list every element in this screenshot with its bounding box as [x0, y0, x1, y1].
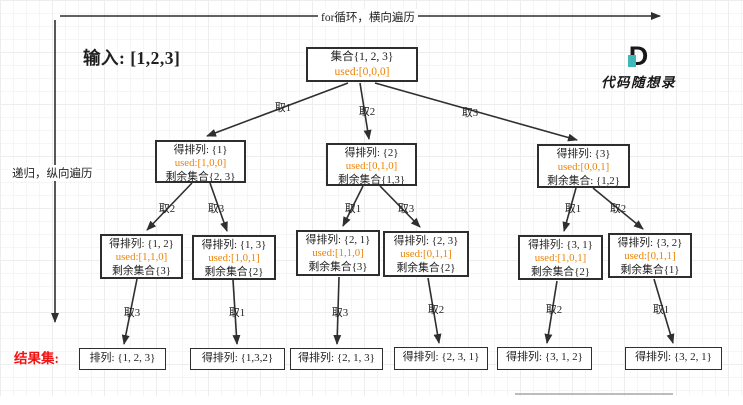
- l2-node-3-rest: 剩余集合: {1,2}: [547, 174, 620, 187]
- edge-label-l2-2b: 取3: [397, 203, 415, 215]
- edge-label-l3-1: 取3: [123, 307, 141, 319]
- edge-label-take-3: 取3: [461, 107, 479, 119]
- result-node-5: 得排列: {3, 1, 2}: [497, 347, 592, 370]
- logo-d-icon: D: [627, 41, 649, 71]
- l3-node-4-rest: 剩余集合{2}: [396, 261, 456, 274]
- l3-node-1-perm: 得排列: {1, 2}: [109, 238, 174, 250]
- edge-root-1: [206, 82, 349, 137]
- result-set-label: 结果集:: [14, 351, 59, 366]
- l3-node-5: 得排列: {3, 1} used:[1,0,1] 剩余集合{2}: [518, 235, 603, 280]
- l3-node-2-perm: 得排列: {1, 3}: [201, 239, 267, 251]
- l2-node-3-used: used:[0,0,1]: [557, 161, 610, 174]
- l3-node-5-rest: 剩余集合{2}: [531, 265, 590, 278]
- edge-label-l3-2: 取1: [228, 307, 246, 319]
- edge-l3-2: [232, 279, 241, 345]
- result-node-4: 得排列: {2, 3, 1}: [394, 347, 488, 370]
- l2-node-3-perm: 得排列: {3}: [556, 148, 611, 160]
- result-node-6: 得排列: {3, 2, 1}: [625, 347, 722, 370]
- edge-label-l3-3: 取3: [331, 307, 349, 319]
- edge-label-l3-5: 取2: [545, 304, 563, 316]
- l3-node-4-perm: 得排列: {2, 3}: [393, 235, 459, 247]
- l2-node-2-used: used:[0,1,0]: [345, 160, 398, 173]
- l2-node-2-rest: 剩余集合{1,3}: [337, 173, 406, 186]
- edge-label-l3-6: 取1: [652, 304, 670, 316]
- l3-node-3-used: used:[1,1,0]: [312, 247, 364, 260]
- l2-node-1: 得排列: {1} used:[1,0,0] 剩余集合{2, 3}: [155, 140, 246, 183]
- root-node-title: 集合{1, 2, 3}: [330, 51, 394, 63]
- input-array-label: 输入: [1,2,3]: [83, 48, 181, 68]
- edge-label-l2-3b: 取2: [609, 203, 627, 215]
- l3-node-6: 得排列: {3, 2} used:[0,1,1] 剩余集合{1}: [608, 233, 692, 278]
- bottom-divider-line: [515, 393, 673, 395]
- bottom-white-strip: [0, 396, 743, 405]
- logo-teal-accent: [627, 55, 636, 67]
- edge-l2-3b: [592, 187, 644, 230]
- l3-node-1-used: used:[1,1,0]: [115, 251, 168, 264]
- edge-label-l2-1a: 取2: [158, 203, 176, 215]
- l3-node-2-used: used:[1,0,1]: [208, 252, 260, 265]
- l2-node-2: 得排列: {2} used:[0,1,0] 剩余集合{1,3}: [326, 143, 417, 186]
- edge-label-take-1: 取1: [274, 102, 292, 114]
- edge-root-2: [359, 82, 372, 140]
- edge-label-l2-2a: 取1: [344, 203, 362, 215]
- edge-l2-1b: [209, 182, 228, 232]
- l2-node-3: 得排列: {3} used:[0,0,1] 剩余集合: {1,2}: [537, 144, 630, 188]
- logo: D 代码随想录: [591, 43, 686, 91]
- l3-node-6-rest: 剩余集合{1}: [620, 263, 680, 276]
- edge-l2-1a: [146, 182, 193, 231]
- l3-node-2: 得排列: {1, 3} used:[1,0,1] 剩余集合{2}: [192, 235, 276, 280]
- edge-label-l2-3a: 取1: [564, 203, 582, 215]
- l2-node-1-used: used:[1,0,0]: [174, 157, 227, 170]
- result-node-1: 排列: {1, 2, 3}: [79, 348, 166, 370]
- vertical-traversal-label: 递归，纵向遍历: [9, 165, 96, 181]
- result-node-2: 得排列: {1,3,2}: [190, 348, 285, 370]
- l3-node-6-perm: 得排列: {3, 2}: [617, 237, 683, 249]
- l3-node-3-rest: 剩余集合{3}: [308, 260, 368, 273]
- edge-l2-2a: [342, 185, 364, 227]
- root-node-used: used:[0,0,0]: [334, 66, 390, 78]
- logo-name: 代码随想录: [601, 75, 676, 90]
- l3-node-1: 得排列: {1, 2} used:[1,1,0] 剩余集合{3}: [100, 234, 183, 279]
- l3-node-3: 得排列: {2, 1} used:[1,1,0] 剩余集合{3}: [296, 230, 380, 276]
- l3-node-4-used: used:[0,1,1]: [400, 248, 452, 261]
- l2-node-1-rest: 剩余集合{2, 3}: [165, 170, 236, 183]
- edge-l3-5: [544, 280, 558, 344]
- edge-label-l2-1b: 取3: [207, 203, 225, 215]
- l3-node-1-rest: 剩余集合{3}: [112, 264, 171, 277]
- root-node: 集合{1, 2, 3} used:[0,0,0]: [306, 47, 418, 82]
- l3-node-3-perm: 得排列: {2, 1}: [305, 234, 371, 246]
- edge-l3-1: [121, 278, 138, 345]
- edge-l2-2b: [379, 185, 421, 228]
- l3-node-5-used: used:[1,0,1]: [534, 252, 587, 265]
- edge-label-take-2: 取2: [358, 106, 376, 118]
- horizontal-traversal-label: for循环，横向遍历: [318, 9, 418, 25]
- edge-l3-4: [427, 277, 442, 344]
- result-node-3: 得排列: {2, 1, 3}: [290, 348, 383, 370]
- l2-node-2-perm: 得排列: {2}: [344, 147, 399, 159]
- l3-node-2-rest: 剩余集合{2}: [204, 265, 264, 278]
- edge-l2-3a: [562, 187, 577, 232]
- edge-root-3: [374, 82, 578, 142]
- l3-node-6-used: used:[0,1,1]: [624, 250, 676, 263]
- l3-node-5-perm: 得排列: {3, 1}: [528, 239, 593, 251]
- edge-l3-6: [653, 278, 675, 344]
- l3-node-4: 得排列: {2, 3} used:[0,1,1] 剩余集合{2}: [383, 231, 469, 277]
- edge-l3-3: [333, 276, 342, 345]
- l2-node-1-perm: 得排列: {1}: [173, 144, 228, 156]
- edge-label-l3-4: 取2: [427, 304, 445, 316]
